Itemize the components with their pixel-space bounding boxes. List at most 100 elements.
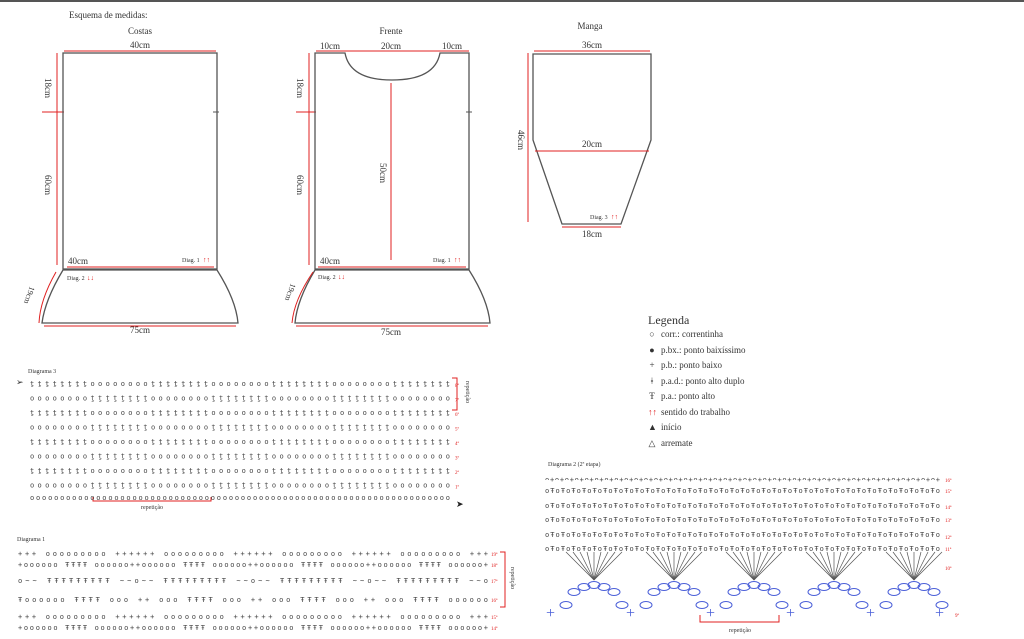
legend-item: △arremate (648, 436, 746, 452)
single-crochet-icon: + (786, 605, 795, 622)
single-crochet-icon: + (935, 605, 944, 622)
manga-side-measure: 46cm (516, 130, 526, 150)
costas-diag1-label: Diag. 1 (182, 258, 200, 264)
legend-label: p.b.: ponto baixo (661, 360, 722, 370)
finish-arrow-icon: ➢ (16, 377, 24, 387)
fan-motif (559, 551, 629, 609)
diagram2-title: Diagrama 2 (2ª etapa) (548, 461, 600, 468)
stitch-row: ṯṯṯṯṯṯṯṯooooooooṯṯṯṯṯṯṯṯooooooooṯṯṯṯṯṯṯṯ… (30, 409, 450, 417)
legend-label: p.a.: ponto alto (661, 391, 715, 401)
stitch-row: oŦoŦoŦoŦoŦoŦoŦoŦoŦoŦoŦoŦoŦoŦoŦoŦoŦoŦoŦoŦ… (545, 545, 940, 553)
manga-bottom-measure: 18cm (582, 229, 602, 239)
start-arrow-icon: ▲ (648, 422, 657, 432)
fan-motif (799, 551, 869, 609)
row-label: 1ª (455, 485, 460, 491)
slip-stitch-icon: ● (649, 344, 655, 355)
legend: Legenda ○ corr.: correntinha ● p.bx.: pont… (648, 314, 746, 451)
diagram3-repeat-side: repetição (464, 381, 470, 403)
legend-title: Legenda (648, 313, 690, 327)
frente-shoulder-right: 10cm (442, 41, 462, 51)
viewer-top-border (0, 0, 1024, 2)
svg-text:↓↓: ↓↓ (338, 273, 345, 281)
stitch-row: ooooooooṯṯṯṯṯṯṯṯooooooooṯṯṯṯṯṯṯṯoooooooo… (30, 424, 450, 432)
legend-label: arremate (661, 437, 693, 448)
svg-text:↑↑: ↑↑ (611, 213, 618, 221)
foundation-chain: oooooooooooooooooooooooooooooooooooooooo… (30, 494, 450, 502)
stitch-row: ṯṯṯṯṯṯṯṯooooooooṯṯṯṯṯṯṯṯooooooooṯṯṯṯṯṯṯṯ… (30, 380, 450, 388)
frente-lower-measure: 60cm (295, 175, 305, 195)
diagram3-title: Diagrama 3 (28, 369, 56, 375)
manga-title: Manga (578, 21, 603, 31)
frente-diag2-label: Diag. 2 (318, 275, 336, 281)
costas-upper-measure: 18cm (43, 78, 53, 98)
stitch-row: +++ ooooooooo ++++++ ooooooooo ++++++ oo… (18, 550, 488, 558)
stitch-row: +++ ooooooooo ++++++ ooooooooo ++++++ oo… (18, 613, 488, 621)
single-crochet-icon: + (546, 605, 555, 622)
manga-top-measure: 36cm (582, 40, 602, 50)
single-crochet-icon: + (626, 605, 635, 622)
costas-lower-measure: 60cm (43, 175, 53, 195)
costas-diag2-label: Diag. 2 (67, 276, 85, 282)
stitch-row: ooooooooṯṯṯṯṯṯṯṯooooooooṯṯṯṯṯṯṯṯoooooooo… (30, 482, 450, 490)
costas-title: Costas (128, 26, 153, 36)
stitch-row: +oooooo ŦŦŦŦ oooooo++oooooo ŦŦŦŦ oooooo+… (18, 561, 488, 569)
diagram-2: Diagrama 2 (2ª etapa) repetição ᴖ+ᴖ+ᴖ+ᴖ+… (545, 461, 960, 634)
row-label: 8ª (455, 383, 460, 389)
legend-label: início (661, 422, 682, 432)
manga-middle-measure: 20cm (582, 139, 602, 149)
row-label: 2ª (455, 470, 460, 476)
direction-arrows-icon: ↑↑ (648, 406, 657, 417)
single-crochet-icon: + (706, 605, 715, 622)
legend-label: p.bx.: ponto baixíssimo (661, 344, 746, 355)
svg-text:↑↑: ↑↑ (454, 256, 461, 264)
costas-bottom-measure: 75cm (130, 325, 150, 335)
manga-schema: Manga 36cm 20cm 46cm Diag. 3 ↑↑ 18cm (516, 21, 652, 239)
diagram1-title: Diagrama 1 (17, 537, 45, 543)
diagram-1: Diagrama 1 repetição +++ ooooooooo +++++… (17, 537, 515, 632)
double-crochet-icon: Ŧ (649, 391, 655, 401)
legend-item: + p.b.: ponto baixo (648, 358, 746, 374)
diagram-3: Diagrama 3 repetição repetição ➢ ➤ ṯṯṯṯṯ… (16, 369, 470, 511)
row-label: 15ª (945, 489, 952, 495)
row-label: 11ª (945, 547, 952, 553)
frente-skirt-side-measure: 19cm (283, 282, 298, 303)
single-crochet-icon: + (649, 360, 655, 370)
frente-shoulder-left: 10cm (320, 41, 340, 51)
frente-diag1-label: Diag. 1 (433, 258, 451, 264)
svg-text:↓↓: ↓↓ (87, 274, 94, 282)
stitch-row: oŦoŦoŦoŦoŦoŦoŦoŦoŦoŦoŦoŦoŦoŦoŦoŦoŦoŦoŦoŦ… (545, 487, 940, 495)
legend-label: p.a.d.: ponto alto duplo (661, 375, 745, 386)
page-heading: Esquema de medidas: (69, 10, 147, 20)
row-label: 6ª (455, 412, 460, 418)
stitch-row: ṯṯṯṯṯṯṯṯooooooooṯṯṯṯṯṯṯṯooooooooṯṯṯṯṯṯṯṯ… (30, 438, 450, 446)
double-treble-icon: ǂ (650, 375, 654, 386)
stitch-row: +oooooo ŦŦŦŦ oooooo++oooooo ŦŦŦŦ oooooo+… (18, 624, 488, 632)
stitch-row: Ŧoooooo ŦŦŦŦ ooo ++ ooo ŦŦŦŦ ooo ++ ooo … (18, 596, 488, 604)
legend-label: corr.: correntinha (661, 329, 723, 339)
row-label: 12ª (945, 535, 952, 541)
frente-center-measure: 50cm (378, 163, 388, 183)
stitch-row: ṯṯṯṯṯṯṯṯooooooooṯṯṯṯṯṯṯṯooooooooṯṯṯṯṯṯṯṯ… (30, 467, 450, 475)
frente-bottom-measure: 75cm (381, 327, 401, 337)
stitch-row: ooooooooṯṯṯṯṯṯṯṯooooooooṯṯṯṯṯṯṯṯoooooooo… (30, 395, 450, 403)
stitch-row: o~~ ŦŦŦŦŦŦŦŦŦ ~~o~~ ŦŦŦŦŦŦŦŦŦ ~~o~~ ŦŦŦŦ… (18, 577, 488, 585)
row-label: 14ª (491, 626, 498, 632)
diagram1-repeat-side: repetição (509, 567, 515, 589)
chain-icon: ○ (649, 329, 655, 339)
frente-neck-measure: 20cm (381, 41, 401, 51)
row-label: 17ª (491, 579, 498, 585)
stitch-row: ooooooooṯṯṯṯṯṯṯṯooooooooṯṯṯṯṯṯṯṯoooooooo… (30, 453, 450, 461)
legend-item: ↑↑ sentido do trabalho (648, 405, 746, 421)
legend-item: ▲ início (648, 420, 746, 436)
row-label: 3ª (455, 456, 460, 462)
stitch-row: oŦoŦoŦoŦoŦoŦoŦoŦoŦoŦoŦoŦoŦoŦoŦoŦoŦoŦoŦoŦ… (545, 531, 940, 539)
costas-skirt-side-measure: 19cm (22, 285, 37, 306)
legend-label: sentido do trabalho (661, 406, 730, 417)
manga-diag3-label: Diag. 3 (590, 215, 608, 221)
row-label: 13ª (945, 518, 952, 524)
row-label: 18ª (491, 563, 498, 569)
stitch-row: oŦoŦoŦoŦoŦoŦoŦoŦoŦoŦoŦoŦoŦoŦoŦoŦoŦoŦoŦoŦ… (545, 516, 940, 524)
frente-upper-measure: 18cm (295, 78, 305, 98)
costas-waist-measure: 40cm (68, 256, 88, 266)
